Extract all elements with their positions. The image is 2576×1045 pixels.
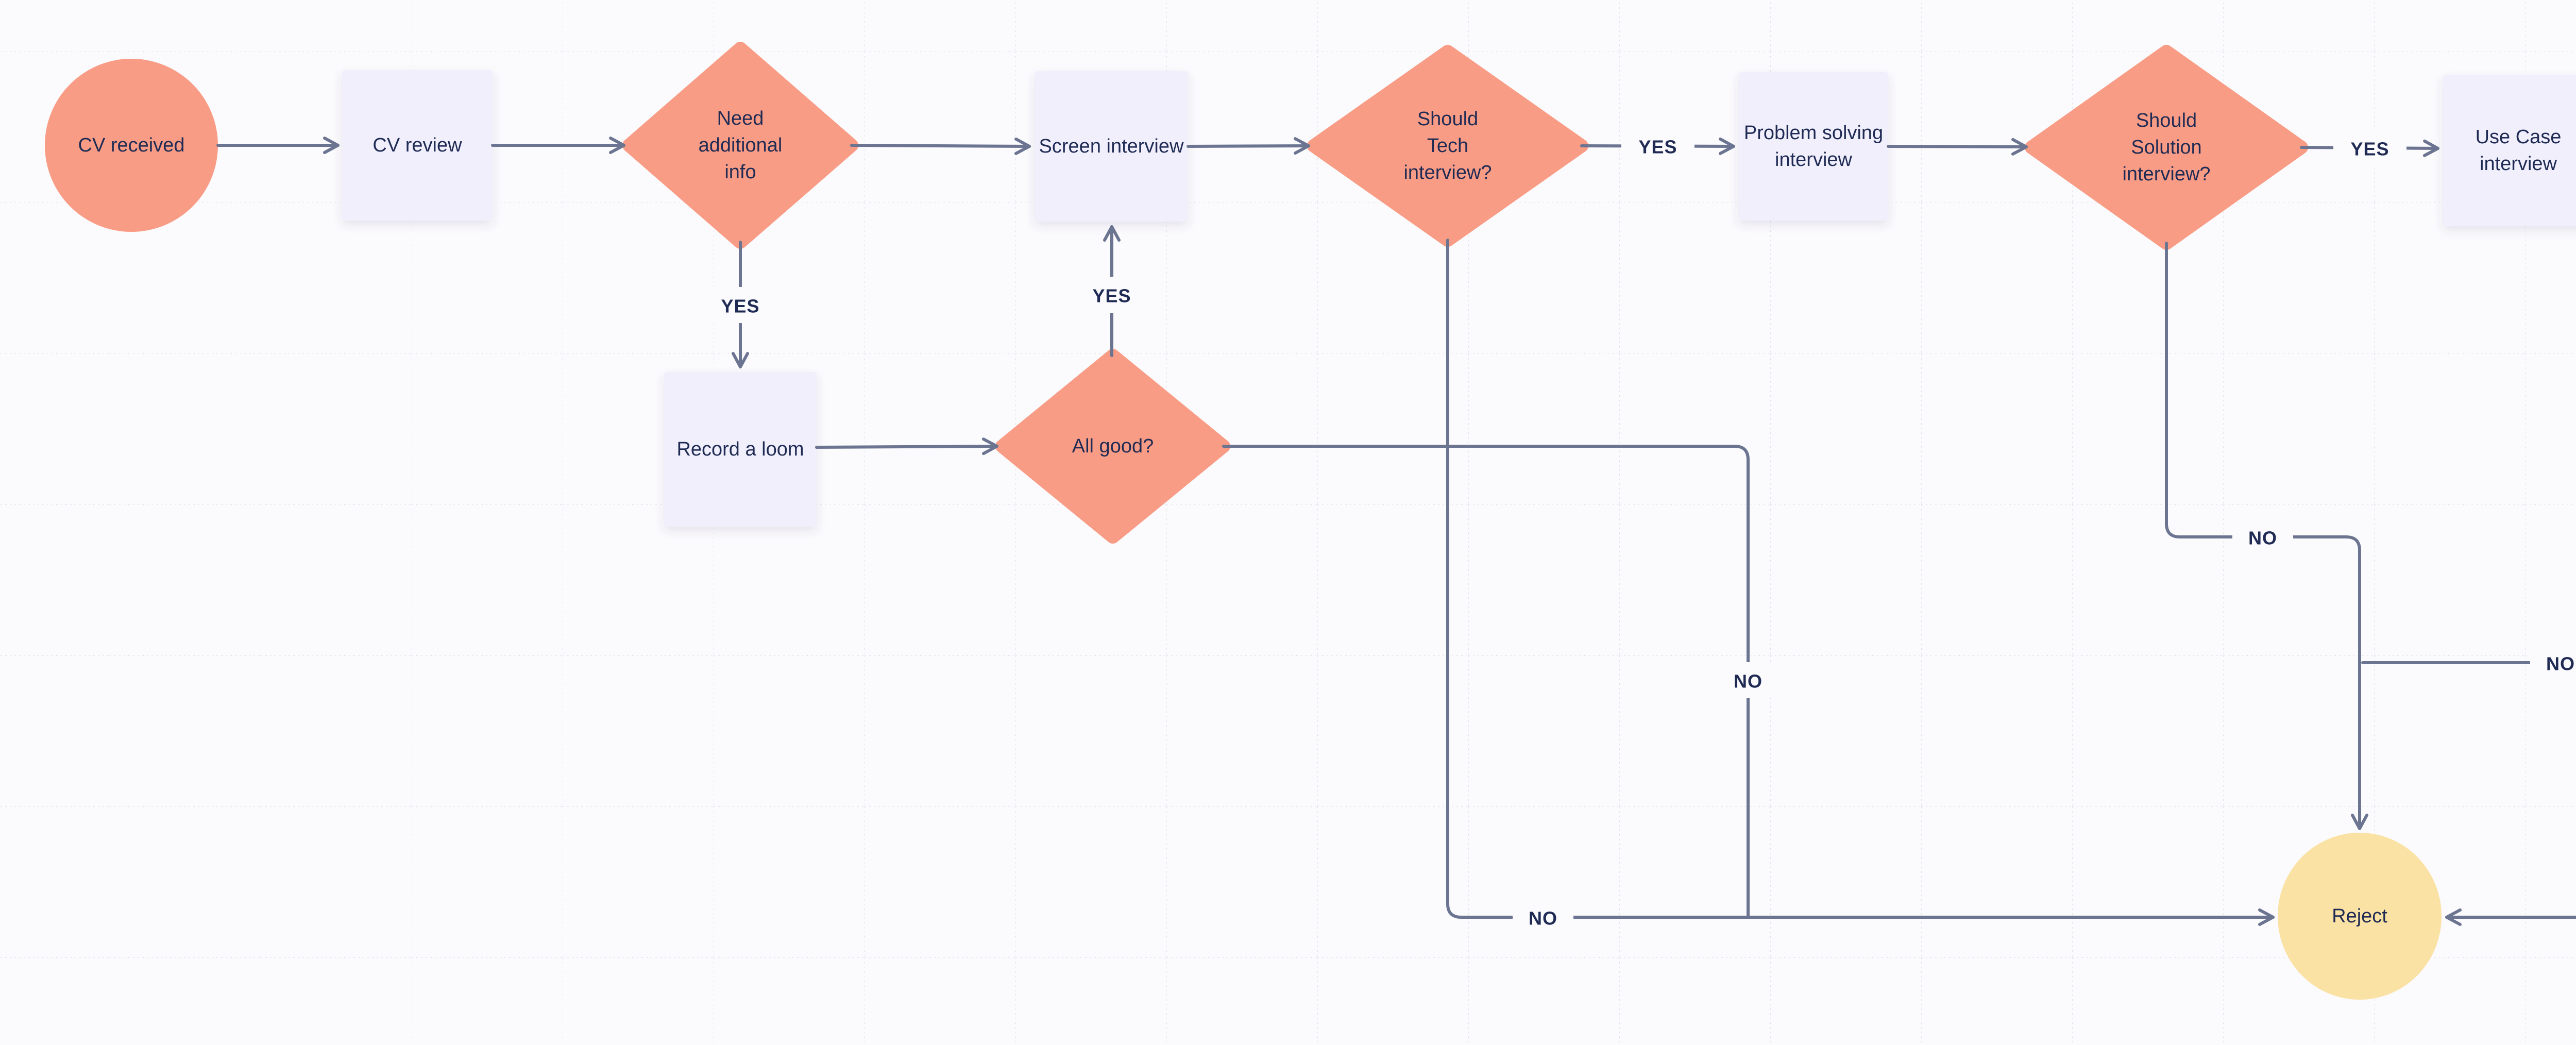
cv-received-label: CV received	[78, 134, 185, 156]
all-good-shape[interactable]	[995, 349, 1230, 544]
screen-interview-label: Screen interview	[1039, 136, 1184, 157]
cv-received-shape[interactable]	[45, 59, 218, 232]
edge-should-tech-to-reject[interactable]	[1446, 239, 2275, 926]
edge-record-loom-to-all-good[interactable]	[815, 437, 998, 456]
edge-label-bg	[1075, 277, 1148, 313]
reject-label: Reject	[2332, 905, 2387, 927]
node-cv-review[interactable]: CV review	[342, 70, 493, 221]
edge-label-bg	[2333, 130, 2406, 166]
edge-label-all-good-to-screen: YES	[1092, 285, 1131, 307]
edge-problem-to-should-solution[interactable]	[1887, 138, 2028, 156]
edge-label-need-info-to-record-loom: YES	[721, 296, 759, 317]
edge-label-should-solution-to-reject: NO	[2248, 528, 2277, 549]
edge-label-bg	[1718, 662, 1778, 698]
edge-label-all-good-to-merge: NO	[1734, 671, 1762, 692]
edge-need-info-to-screen[interactable]	[850, 137, 1031, 155]
all-good-label: All good?	[1072, 435, 1154, 457]
edge-all-good-to-merge[interactable]	[1222, 445, 1750, 918]
edge-label-bg	[1513, 899, 1573, 935]
edge-label-bg	[2530, 645, 2576, 681]
edge-label-should-solution-to-use-case: YES	[2350, 139, 2389, 160]
edge-label-technically-ok-to-merge: NO	[2546, 653, 2575, 675]
node-reject[interactable]: Reject	[2278, 833, 2442, 1000]
edge-label-should-tech-to-problem: YES	[1638, 137, 1677, 158]
edge-label-bg	[704, 287, 777, 323]
record-loom-label: Record a loom	[676, 439, 804, 460]
node-record-loom[interactable]: Record a loom	[664, 372, 817, 527]
node-all-good[interactable]: All good?	[995, 349, 1230, 544]
problem-solving-shape[interactable]	[1739, 72, 1888, 221]
cv-review-shape[interactable]	[342, 70, 493, 221]
use-case-shape[interactable]	[2443, 75, 2576, 226]
edge-labels-layer: YESYESYESYESYESYESNONONONONO	[704, 128, 2576, 935]
edge-label-should-tech-to-reject: NO	[1529, 908, 1557, 929]
edge-label-bg	[2232, 519, 2293, 555]
cv-review-label: CV review	[372, 134, 462, 156]
node-screen-interview[interactable]: Screen interview	[1035, 71, 1188, 222]
reject-shape[interactable]	[2278, 833, 2442, 1000]
record-loom-shape[interactable]	[664, 372, 817, 527]
edge-label-bg	[1621, 128, 1694, 164]
screen-interview-shape[interactable]	[1035, 71, 1188, 222]
node-cv-received[interactable]: CV received	[45, 59, 218, 232]
